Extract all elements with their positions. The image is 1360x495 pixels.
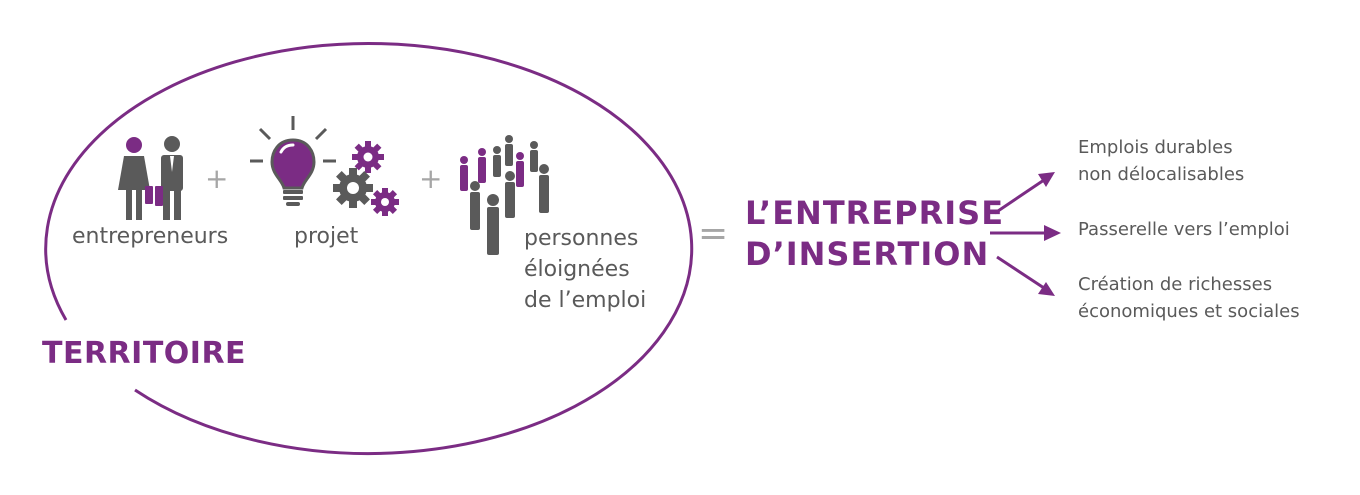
result-title-line1: L’ENTREPRISE	[745, 194, 1005, 232]
outcome-2-line1: Passerelle vers l’emploi	[1078, 219, 1290, 240]
gears-icon	[333, 141, 399, 216]
personnes-label-line2: éloignées	[524, 257, 630, 282]
personnes-label-line1: personnes	[524, 226, 639, 251]
outcome-1-line2: non délocalisables	[1078, 164, 1245, 185]
outcome-1: Emplois durables non délocalisables	[1078, 134, 1244, 188]
entrepreneurs-label: entrepreneurs	[72, 224, 229, 249]
arrow-icon	[990, 172, 1061, 296]
crowd-icon	[460, 135, 549, 255]
result-title-line2: D’INSERTION	[745, 235, 990, 273]
outcome-3: Création de richesses économiques et soc…	[1078, 271, 1300, 325]
territoire-label: TERRITOIRE	[42, 336, 247, 371]
entrepreneurs-icon	[118, 136, 183, 220]
plus-sign-1: +	[205, 162, 229, 195]
outcome-3-line2: économiques et sociales	[1078, 301, 1300, 322]
projet-label: projet	[294, 224, 359, 249]
outcome-3-line1: Création de richesses	[1078, 274, 1273, 295]
outcome-1-line1: Emplois durables	[1078, 137, 1233, 158]
lightbulb-icon	[250, 116, 336, 206]
equals-sign: =	[698, 213, 729, 254]
plus-sign-2: +	[419, 162, 443, 195]
personnes-label-line3: de l’emploi	[524, 288, 647, 313]
outcome-2: Passerelle vers l’emploi	[1078, 216, 1290, 243]
territory-ellipse	[44, 42, 694, 455]
